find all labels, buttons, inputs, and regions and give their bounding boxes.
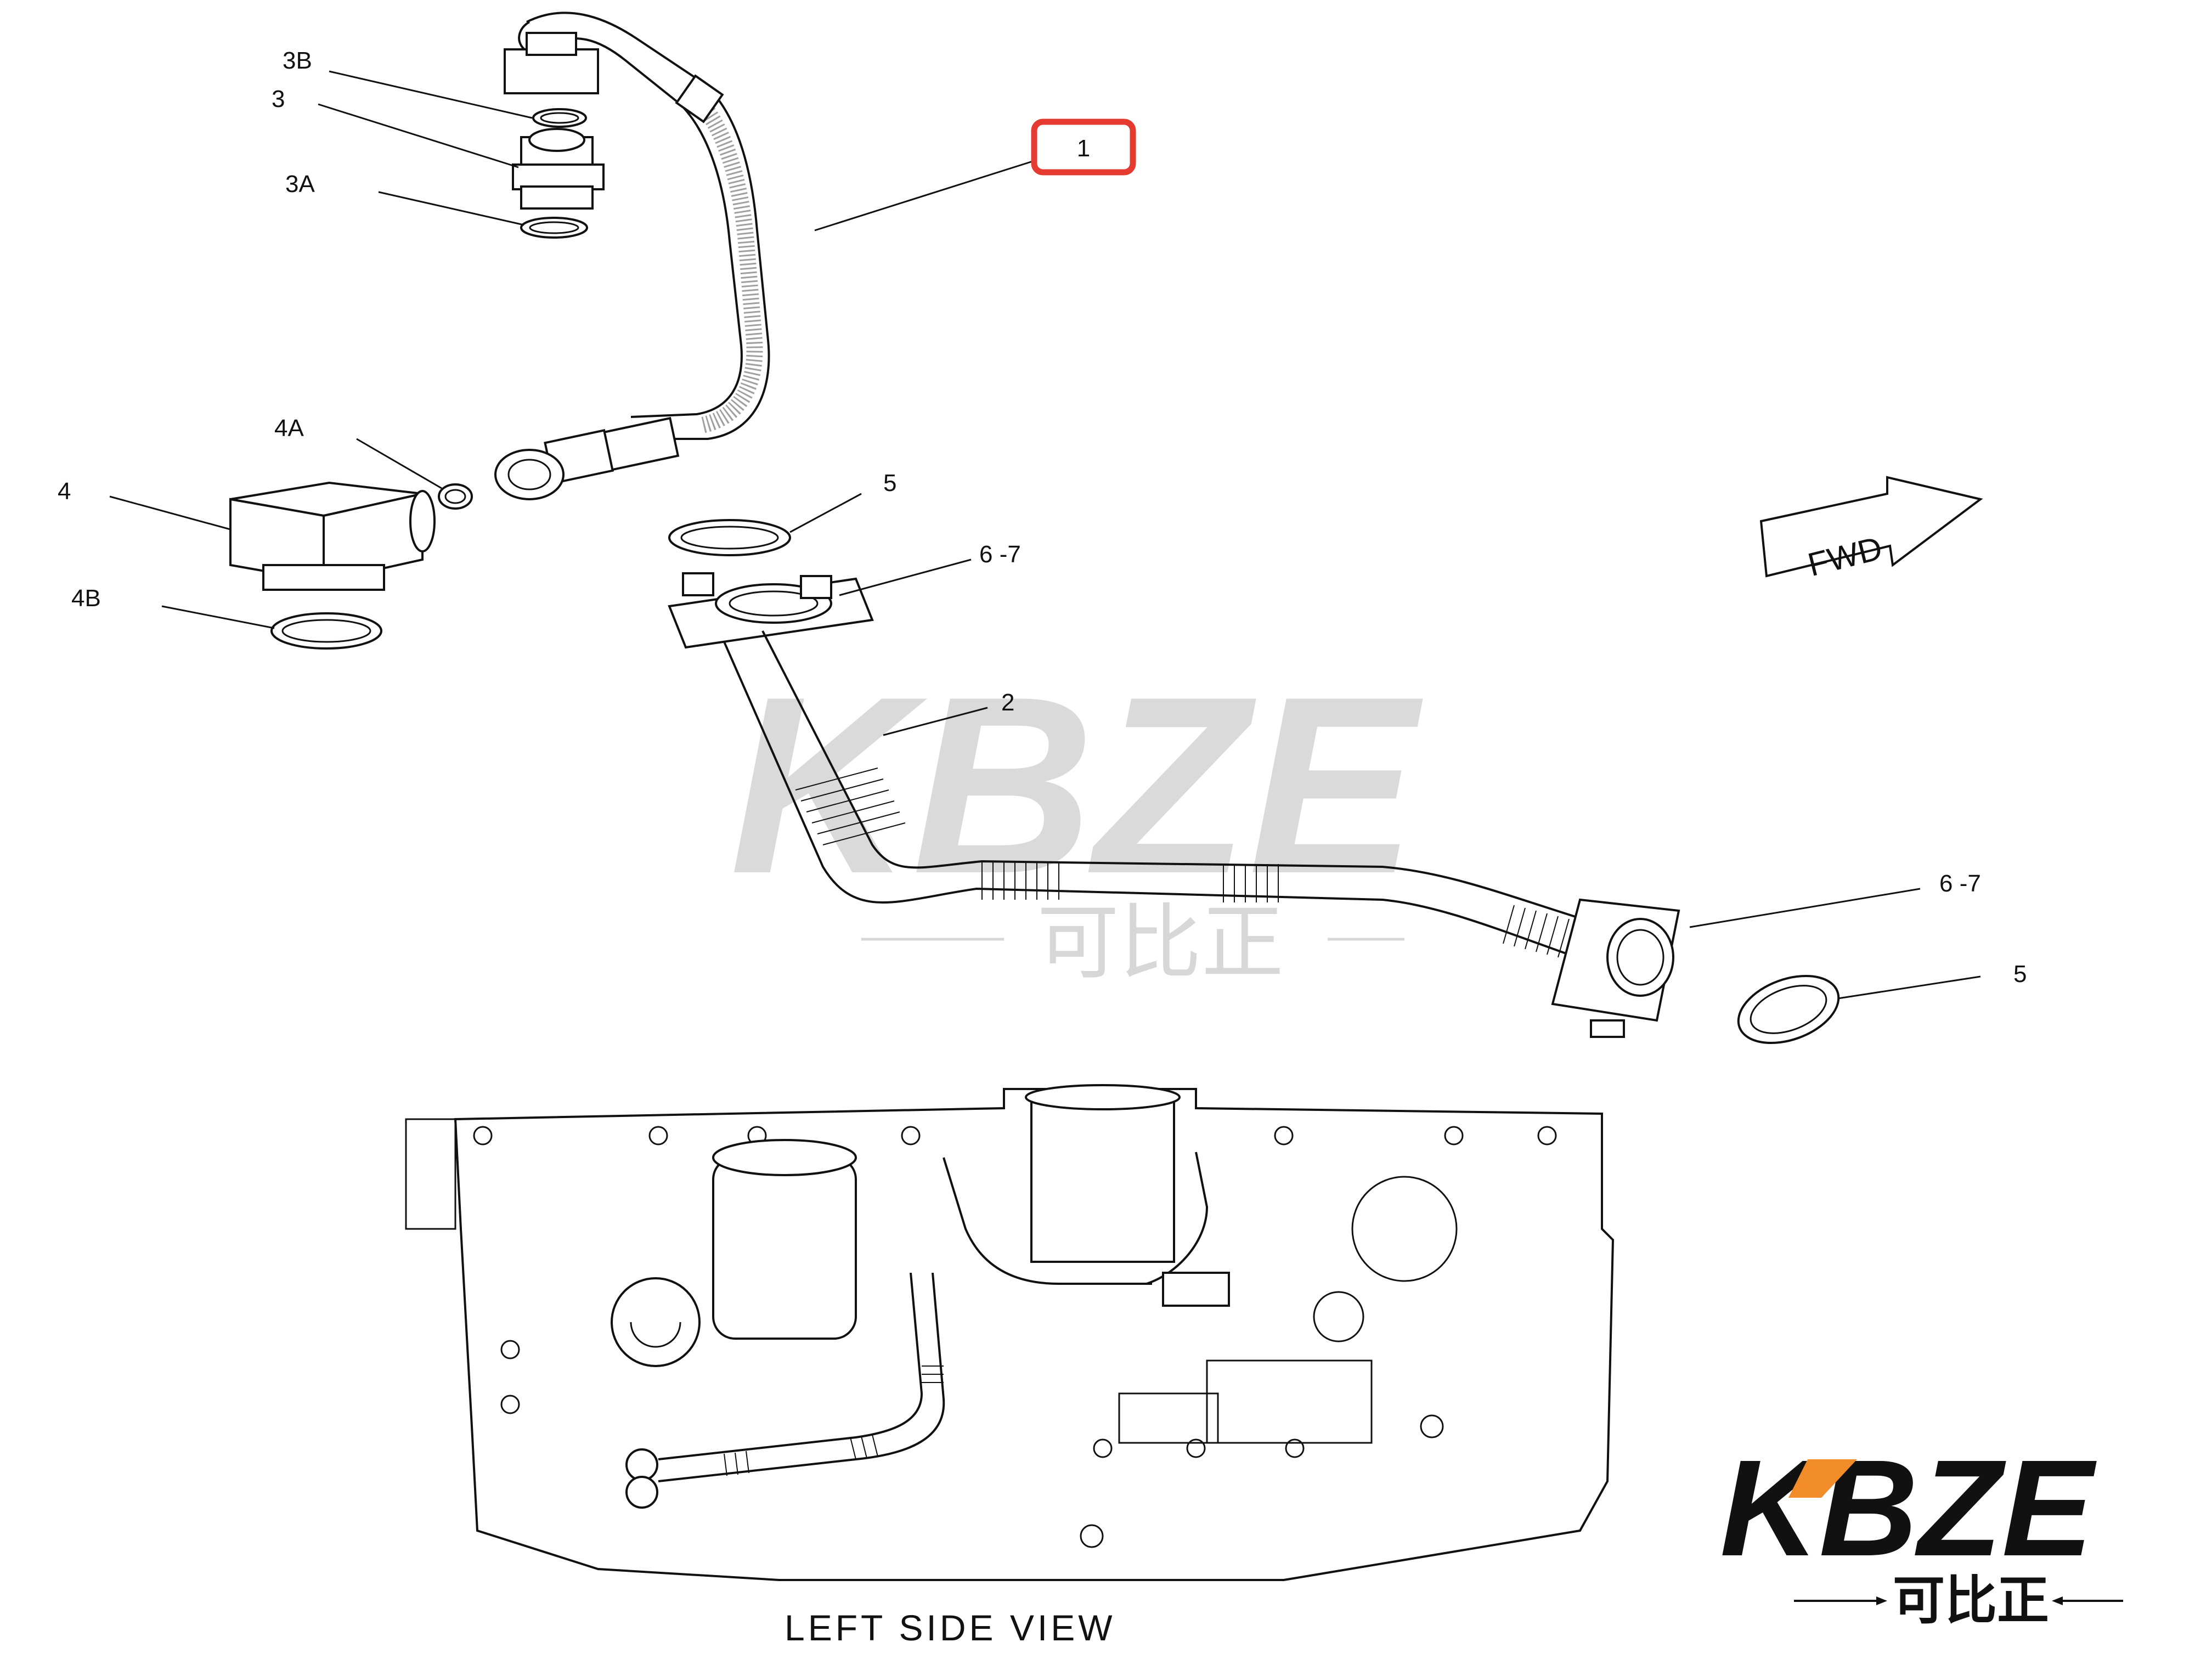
callout-4a: 4A — [274, 415, 304, 442]
callout-6-7-lower: 6 -7 — [1939, 870, 1981, 897]
kbze-logo: KBZE 可比正 — [1720, 1431, 2123, 1630]
callout-4: 4 — [58, 478, 71, 505]
callout-5-lower: 5 — [2013, 961, 2027, 988]
hose-assembly-part-1 — [494, 12, 1040, 500]
sensor-part-4 — [229, 481, 473, 650]
callout-5-upper: 5 — [883, 470, 896, 496]
gasket-part-5-upper — [668, 519, 791, 556]
callout-3b: 3B — [283, 47, 312, 74]
forward-direction-arrow: FWD — [1759, 476, 1983, 583]
logo-subtext: 可比正 — [1893, 1572, 2049, 1630]
watermark-subtext: 可比正 — [1037, 896, 1284, 989]
callout-3a: 3A — [285, 171, 315, 198]
callout-2: 2 — [1001, 689, 1014, 716]
logo-text: KBZE — [1720, 1431, 2097, 1584]
watermark: KBZE 可比正 — [730, 645, 1426, 989]
callout-1-highlight: 1 — [1031, 119, 1136, 176]
top-bolts — [473, 1126, 1557, 1146]
view-title: LEFT SIDE VIEW — [785, 1607, 1116, 1648]
callout-3: 3 — [272, 86, 285, 112]
logo-accent-icon — [1788, 1459, 1857, 1498]
fitting-part-3 — [512, 108, 605, 239]
watermark-text: KBZE — [730, 645, 1426, 926]
corrugation-bands — [795, 768, 1570, 958]
engine-block-left-side-view — [405, 1084, 1615, 1581]
callout-6-7-upper: 6 -7 — [979, 541, 1021, 568]
tube-part-2 — [668, 572, 1680, 1038]
gasket-part-5-lower — [1737, 974, 1840, 1045]
callout-1: 1 — [1077, 135, 1090, 162]
callout-4b: 4B — [71, 585, 101, 612]
